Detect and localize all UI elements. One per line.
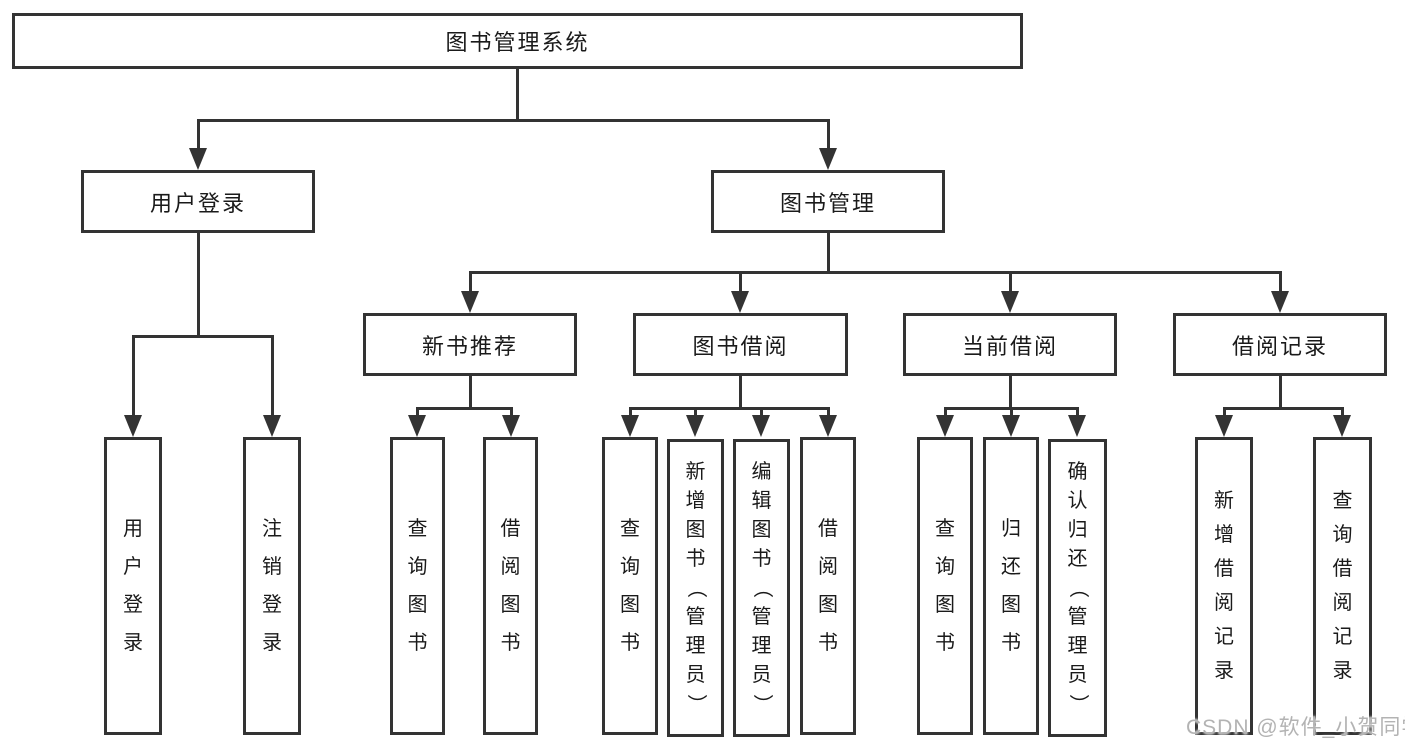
leaf-user-login: 用户登录 (104, 437, 162, 735)
link-book-borrowing-arrowhead-1 (686, 415, 704, 437)
link-book-borrowing-arrowhead-0 (621, 415, 639, 437)
leaf-borrow-books-borrowing: 借阅图书 (800, 437, 856, 735)
leaf-logout-login: 注销登录 (243, 437, 301, 735)
link-book-borrowing-stem (738, 376, 742, 410)
leaf-add-borrow-record: 新增借阅记录 (1195, 437, 1253, 735)
link-borrow-records-stem (1278, 376, 1282, 410)
link-new-book-drop-0 (415, 408, 419, 418)
link-current-borrow-drop-0 (943, 408, 947, 418)
node-user-login: 用户登录 (81, 170, 315, 233)
leaf-edit-book-admin: 编辑图书（管理员） (733, 439, 790, 737)
link-book-management-drop-0 (468, 272, 472, 294)
node-borrowing-records: 借阅记录 (1173, 313, 1387, 376)
link-new-book-drop-1 (509, 408, 513, 418)
link-user-login-drop-1 (270, 336, 274, 418)
link-book-management-stem (826, 233, 830, 274)
link-new-book-stem (468, 376, 472, 410)
link-current-borrow-stem (1008, 376, 1012, 410)
node-new-book-recommendation: 新书推荐 (363, 313, 577, 376)
link-book-management-drop-1 (738, 272, 742, 294)
link-user-login-drop-0 (131, 336, 135, 418)
link-current-borrow-arrowhead-1 (1002, 415, 1020, 437)
link-user-login-stem (196, 233, 200, 338)
leaf-query-books-recommend-label: 查询图书 (407, 518, 428, 654)
leaf-logout-login-label: 注销登录 (262, 518, 282, 654)
leaf-return-books-label: 归还图书 (1001, 518, 1021, 654)
link-book-borrowing-arrowhead-2 (752, 415, 770, 437)
link-book-management-arrowhead-2 (1001, 291, 1019, 313)
leaf-query-borrow-record-label: 查询借阅记录 (1332, 490, 1353, 682)
leaf-query-books-current: 查询图书 (917, 437, 973, 735)
leaf-edit-book-admin-label: 编辑图书（管理员） (750, 461, 773, 714)
node-book-borrowing-label: 图书借阅 (692, 333, 789, 359)
csdn-watermark: CSDN @软件_小贺同学 (1186, 716, 1405, 739)
node-library-management-system: 图书管理系统 (12, 13, 1023, 69)
link-root-arrowhead-1 (819, 148, 837, 170)
link-book-management-arrowhead-3 (1271, 291, 1289, 313)
node-book-management: 图书管理 (711, 170, 945, 233)
leaf-user-login-label: 用户登录 (123, 518, 143, 654)
link-book-borrowing-drop-1 (693, 408, 697, 418)
link-user-login-bar (131, 334, 274, 338)
node-user-login-label: 用户登录 (149, 190, 246, 216)
leaf-borrow-books-recommend: 借阅图书 (483, 437, 538, 735)
node-new-book-recommendation-label: 新书推荐 (421, 333, 518, 359)
link-current-borrow-drop-2 (1075, 408, 1079, 418)
leaf-add-borrow-record-label: 新增借阅记录 (1214, 490, 1234, 682)
link-root-drop-1 (826, 120, 830, 151)
leaf-query-borrow-record: 查询借阅记录 (1313, 437, 1372, 735)
link-borrow-records-arrowhead-1 (1333, 415, 1351, 437)
link-root-bar (196, 118, 830, 122)
link-book-management-arrowhead-1 (731, 291, 749, 313)
leaf-query-books-borrowing-label: 查询图书 (620, 518, 640, 654)
link-new-book-bar (415, 406, 513, 410)
leaf-add-book-admin-label: 新增图书（管理员） (684, 461, 707, 714)
leaf-confirm-return-admin: 确认归还（管理员） (1048, 439, 1107, 737)
link-book-management-drop-2 (1008, 272, 1012, 294)
node-library-management-system-label: 图书管理系统 (445, 30, 590, 55)
leaf-add-book-admin: 新增图书（管理员） (667, 439, 724, 737)
link-book-borrowing-drop-0 (628, 408, 632, 418)
node-current-borrowing: 当前借阅 (903, 313, 1117, 376)
link-current-borrow-drop-1 (1009, 408, 1013, 418)
leaf-borrow-books-borrowing-label: 借阅图书 (818, 518, 838, 654)
leaf-query-books-borrowing: 查询图书 (602, 437, 658, 735)
node-book-borrowing: 图书借阅 (633, 313, 848, 376)
link-user-login-arrowhead-1 (263, 415, 281, 437)
leaf-return-books: 归还图书 (983, 437, 1039, 735)
link-new-book-arrowhead-0 (408, 415, 426, 437)
link-book-borrowing-drop-2 (759, 408, 763, 418)
node-book-management-label: 图书管理 (779, 190, 876, 216)
link-book-management-bar (468, 270, 1282, 274)
leaf-borrow-books-recommend-label: 借阅图书 (500, 518, 521, 654)
link-borrow-records-drop-1 (1340, 408, 1344, 418)
link-root-stem (515, 69, 519, 122)
link-root-drop-0 (196, 120, 200, 151)
link-borrow-records-arrowhead-0 (1215, 415, 1233, 437)
link-book-borrowing-drop-3 (826, 408, 830, 418)
link-current-borrow-arrowhead-2 (1068, 415, 1086, 437)
link-user-login-arrowhead-0 (124, 415, 142, 437)
leaf-query-books-current-label: 查询图书 (935, 518, 955, 654)
link-book-borrowing-arrowhead-3 (819, 415, 837, 437)
node-current-borrowing-label: 当前借阅 (961, 333, 1058, 359)
link-root-arrowhead-0 (189, 148, 207, 170)
link-book-borrowing-bar (628, 406, 830, 410)
link-borrow-records-drop-0 (1222, 408, 1226, 418)
link-book-management-drop-3 (1278, 272, 1282, 294)
leaf-query-books-recommend: 查询图书 (390, 437, 445, 735)
link-current-borrow-arrowhead-0 (936, 415, 954, 437)
leaf-confirm-return-admin-label: 确认归还（管理员） (1066, 461, 1089, 714)
link-borrow-records-bar (1222, 406, 1344, 410)
link-new-book-arrowhead-1 (502, 415, 520, 437)
link-book-management-arrowhead-0 (461, 291, 479, 313)
node-borrowing-records-label: 借阅记录 (1231, 333, 1328, 359)
